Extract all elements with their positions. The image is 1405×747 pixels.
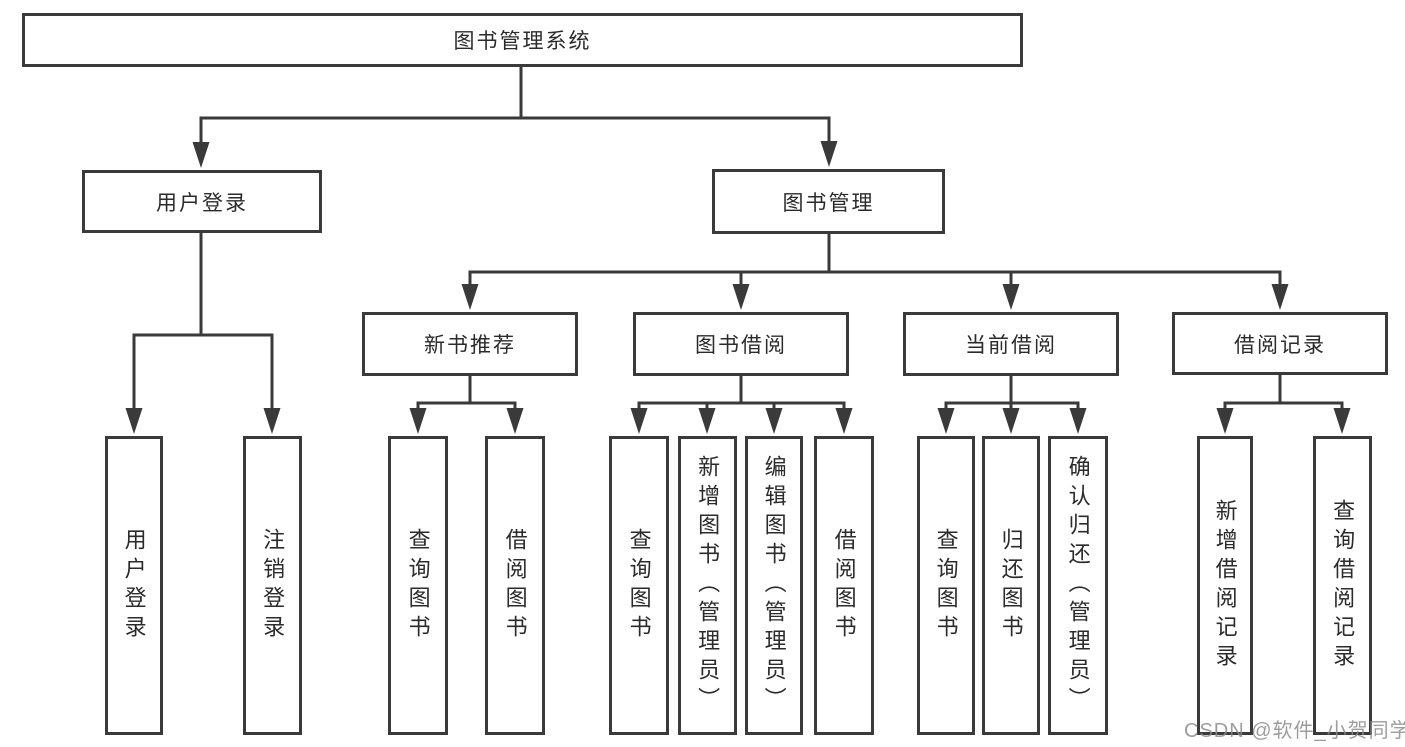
leaf-borrow-books-2: 借阅图书 xyxy=(814,436,874,735)
node-new-book-recommend: 新书推荐 xyxy=(362,312,578,376)
leaf-edit-books-admin: 编辑图书（管理员） xyxy=(745,436,803,735)
leaf-return-books: 归还图书 xyxy=(982,436,1040,735)
leaf-user-login: 用户登录 xyxy=(105,436,163,735)
leaf-return-books-label: 归还图书 xyxy=(998,527,1024,644)
csdn-watermark: CSDN @软件_小贺同学 xyxy=(1184,720,1405,742)
node-book-borrowing: 图书借阅 xyxy=(633,312,849,376)
leaf-confirm-return-admin: 确认归还（管理员） xyxy=(1048,436,1108,735)
leaf-query-books-1: 查询图书 xyxy=(388,436,448,735)
leaf-confirm-return-admin-label: 确认归还（管理员） xyxy=(1065,455,1091,716)
node-current-borrowing: 当前借阅 xyxy=(903,312,1119,376)
leaf-borrow-books-1: 借阅图书 xyxy=(485,436,545,735)
leaf-borrow-books-2-label: 借阅图书 xyxy=(831,527,857,644)
node-user-login: 用户登录 xyxy=(82,170,322,233)
leaf-add-books-admin-label: 新增图书（管理员） xyxy=(695,455,721,716)
node-library-system: 图书管理系统 xyxy=(22,13,1023,67)
leaf-logout-label: 注销登录 xyxy=(260,527,286,644)
leaf-user-login-label: 用户登录 xyxy=(121,527,147,644)
leaf-query-books-3-label: 查询图书 xyxy=(933,527,959,644)
leaf-edit-books-admin-label: 编辑图书（管理员） xyxy=(761,455,787,716)
leaf-add-books-admin: 新增图书（管理员） xyxy=(678,436,737,735)
leaf-query-books-2: 查询图书 xyxy=(609,436,669,735)
leaf-logout: 注销登录 xyxy=(243,436,302,735)
leaf-query-borrow-record: 查询借阅记录 xyxy=(1313,436,1372,735)
leaf-query-books-3: 查询图书 xyxy=(917,436,975,735)
arrowheads xyxy=(125,141,1351,434)
leaf-add-borrow-record-label: 新增借阅记录 xyxy=(1212,498,1238,673)
leaf-query-books-1-label: 查询图书 xyxy=(405,527,431,644)
node-book-management: 图书管理 xyxy=(712,169,945,234)
leaf-query-borrow-record-label: 查询借阅记录 xyxy=(1330,498,1356,673)
leaf-query-books-2-label: 查询图书 xyxy=(626,527,652,644)
leaf-add-borrow-record: 新增借阅记录 xyxy=(1197,436,1253,735)
leaf-borrow-books-1-label: 借阅图书 xyxy=(502,527,528,644)
node-borrowing-records: 借阅记录 xyxy=(1172,312,1388,375)
